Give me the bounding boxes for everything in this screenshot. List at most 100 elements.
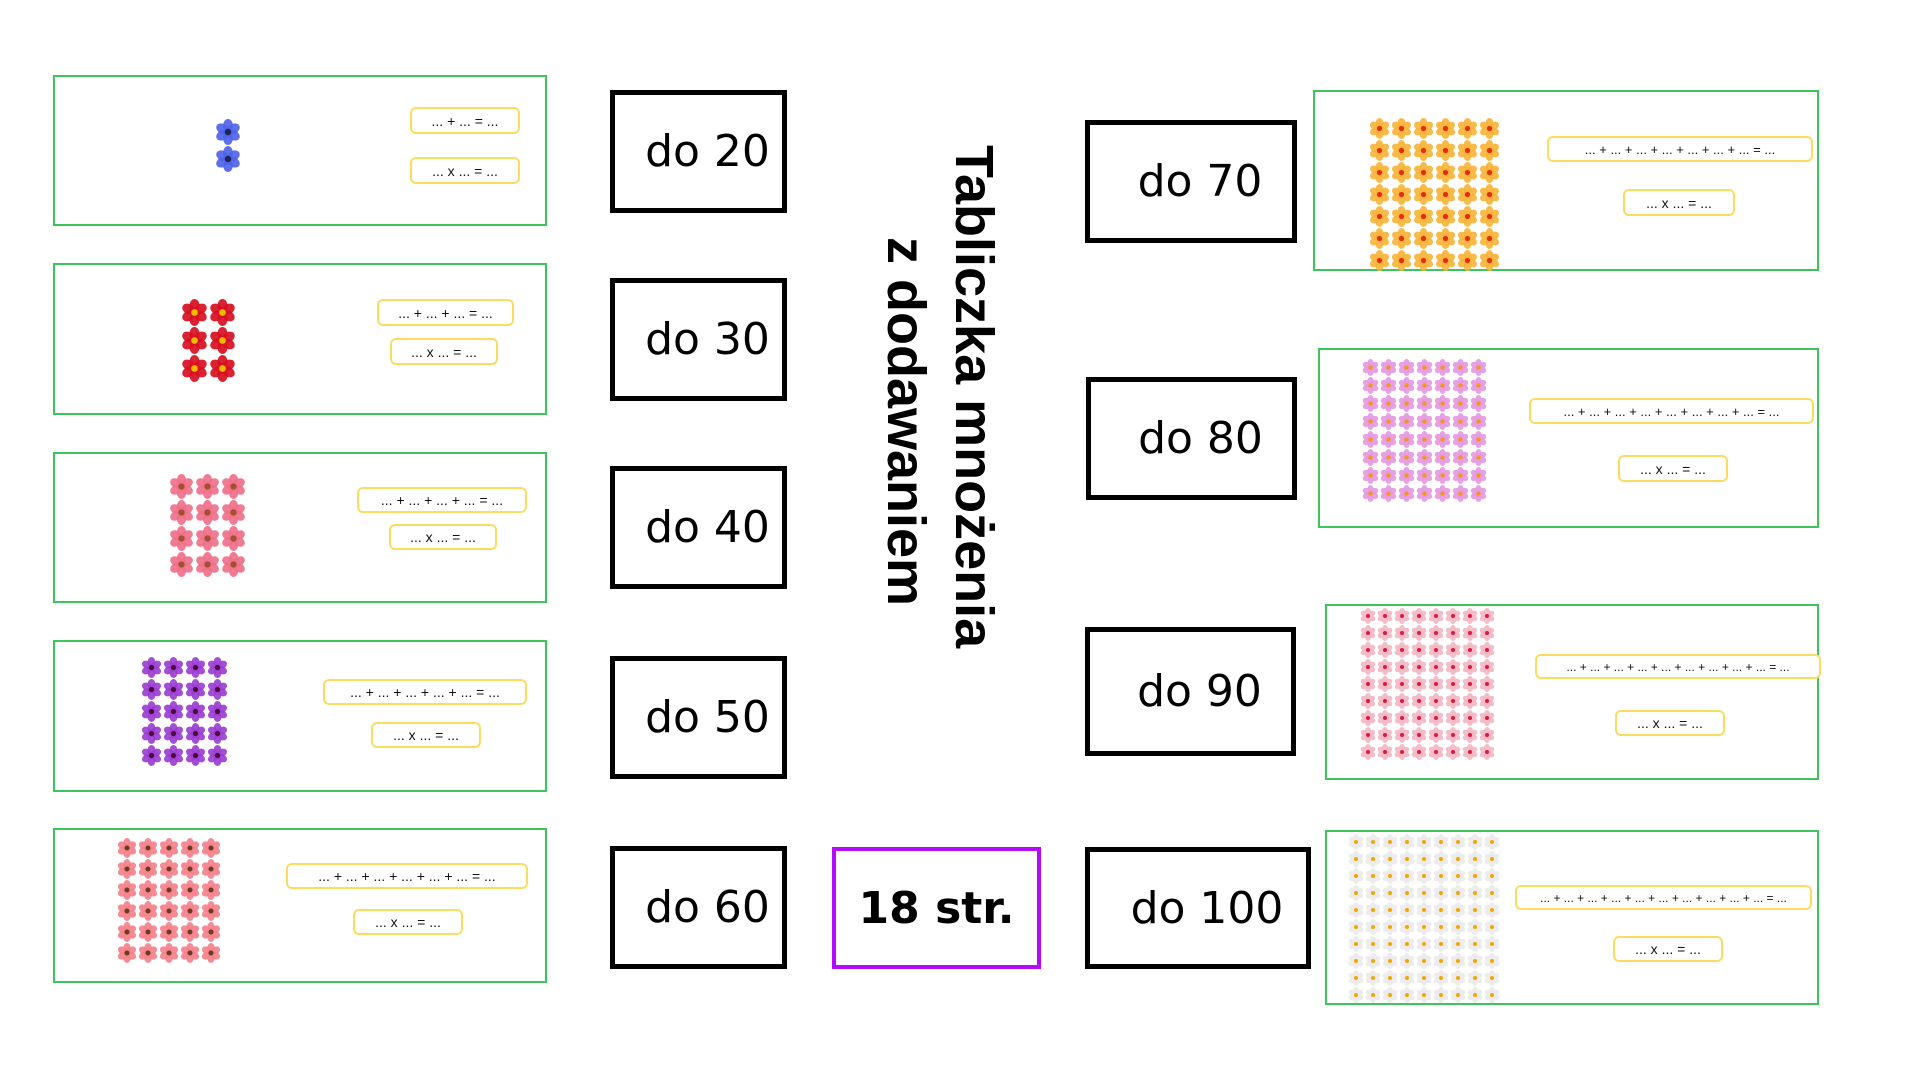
range-label-do-20[interactable]: do 20 — [610, 90, 787, 213]
multiplication-equation-box[interactable]: ... x ... = ... — [371, 722, 481, 748]
addition-equation-box[interactable]: ... + ... + ... + ... + ... + ... + ... … — [1515, 885, 1812, 910]
orange-hibiscus-flower-icon — [1369, 162, 1390, 183]
purple-pansy-flower-icon — [141, 723, 162, 744]
pink-blossom-flower-icon — [1394, 608, 1410, 624]
range-label-do-30[interactable]: do 30 — [610, 278, 787, 401]
pink-gerbera-flower-icon — [117, 943, 137, 963]
white-daisy-flower-icon — [1365, 834, 1381, 850]
pink-cosmos-flower-icon — [1434, 467, 1451, 484]
pink-gerbera-flower-icon — [180, 859, 200, 879]
multiplication-equation-box[interactable]: ... x ... = ... — [1618, 455, 1728, 482]
multiplication-equation-box[interactable]: ... x ... = ... — [1615, 710, 1725, 736]
pink-blossom-flower-icon — [1479, 625, 1495, 641]
card-20: ... + ... = ... ... x ... = ... — [53, 75, 547, 226]
white-daisy-flower-icon — [1348, 834, 1364, 850]
pink-blossom-flower-icon — [1411, 693, 1427, 709]
card-70: ... + ... + ... + ... + ... + ... + ... … — [1313, 90, 1819, 271]
addition-equation-box[interactable]: ... + ... = ... — [410, 107, 520, 134]
title-line-1: Tabliczka mnożenia — [944, 145, 1004, 649]
pink-rose-flower-icon — [169, 474, 194, 499]
white-daisy-flower-icon — [1467, 868, 1483, 884]
addition-equation-box[interactable]: ... + ... + ... + ... + ... + ... = ... — [286, 863, 528, 889]
white-daisy-flower-icon — [1365, 902, 1381, 918]
pink-blossom-flower-icon — [1445, 744, 1461, 760]
multiplication-equation-box[interactable]: ... x ... = ... — [389, 524, 497, 550]
orange-hibiscus-flower-icon — [1369, 206, 1390, 227]
pink-blossom-flower-icon — [1479, 727, 1495, 743]
addition-equation-box[interactable]: ... + ... + ... = ... — [377, 299, 514, 326]
range-label-do-100[interactable]: do 100 — [1085, 847, 1311, 969]
pink-rose-flower-icon — [169, 526, 194, 551]
pink-cosmos-flower-icon — [1416, 467, 1433, 484]
pink-cosmos-flower-icon — [1434, 377, 1451, 394]
pink-cosmos-flower-icon — [1398, 431, 1415, 448]
pink-blossom-flower-icon — [1411, 727, 1427, 743]
addition-equation-box[interactable]: ... + ... + ... + ... + ... = ... — [323, 679, 527, 705]
pink-cosmos-flower-icon — [1470, 431, 1487, 448]
white-daisy-flower-icon — [1433, 953, 1449, 969]
purple-pansy-flower-icon — [141, 745, 162, 766]
pink-cosmos-flower-icon — [1416, 413, 1433, 430]
pink-cosmos-flower-icon — [1434, 449, 1451, 466]
white-daisy-flower-icon — [1416, 953, 1432, 969]
white-daisy-flower-icon — [1450, 987, 1466, 1003]
range-label-do-80[interactable]: do 80 — [1086, 377, 1297, 500]
addition-equation-box[interactable]: ... + ... + ... + ... + ... + ... + ... … — [1535, 654, 1821, 679]
multiplication-equation-box[interactable]: ... x ... = ... — [390, 338, 498, 365]
pink-blossom-flower-icon — [1377, 693, 1393, 709]
pink-cosmos-flower-icon — [1416, 449, 1433, 466]
purple-pansy-flower-icon — [207, 657, 228, 678]
red-hibiscus-flower-icon — [181, 299, 208, 326]
page-number-badge: 18 str. — [832, 847, 1041, 969]
multiplication-equation-box[interactable]: ... x ... = ... — [1613, 936, 1723, 962]
addition-equation-box[interactable]: ... + ... + ... + ... + ... + ... + ... … — [1529, 398, 1814, 424]
pink-blossom-flower-icon — [1462, 676, 1478, 692]
pink-blossom-flower-icon — [1428, 693, 1444, 709]
range-label-do-40[interactable]: do 40 — [610, 466, 787, 589]
white-daisy-flower-icon — [1416, 834, 1432, 850]
purple-pansy-flower-icon — [185, 723, 206, 744]
pink-gerbera-flower-icon — [117, 901, 137, 921]
purple-pansy-flower-icon — [207, 723, 228, 744]
pink-cosmos-flower-icon — [1362, 485, 1379, 502]
white-daisy-flower-icon — [1467, 936, 1483, 952]
addition-equation-box[interactable]: ... + ... + ... + ... = ... — [357, 487, 527, 513]
pink-gerbera-flower-icon — [201, 922, 221, 942]
addition-equation-box[interactable]: ... + ... + ... + ... + ... + ... + ... … — [1547, 136, 1813, 162]
pink-cosmos-flower-icon — [1416, 431, 1433, 448]
multiplication-equation-box[interactable]: ... x ... = ... — [353, 909, 463, 935]
orange-hibiscus-flower-icon — [1479, 140, 1500, 161]
pink-blossom-flower-icon — [1428, 727, 1444, 743]
range-label-do-90[interactable]: do 90 — [1085, 627, 1296, 756]
pink-blossom-flower-icon — [1411, 642, 1427, 658]
orange-hibiscus-flower-icon — [1435, 250, 1456, 271]
pink-cosmos-flower-icon — [1434, 485, 1451, 502]
white-daisy-flower-icon — [1484, 919, 1500, 935]
white-daisy-flower-icon — [1399, 885, 1415, 901]
orange-hibiscus-flower-icon — [1435, 162, 1456, 183]
range-label-do-50[interactable]: do 50 — [610, 656, 787, 779]
white-daisy-flower-icon — [1365, 919, 1381, 935]
purple-pansy-flower-icon — [207, 679, 228, 700]
purple-pansy-flower-icon — [141, 679, 162, 700]
multiplication-equation-box[interactable]: ... x ... = ... — [410, 157, 520, 184]
pink-cosmos-flower-icon — [1398, 377, 1415, 394]
white-daisy-flower-icon — [1484, 953, 1500, 969]
range-label-do-70[interactable]: do 70 — [1085, 120, 1297, 243]
range-label-text: do 70 — [1137, 156, 1263, 207]
pink-cosmos-flower-icon — [1452, 395, 1469, 412]
pink-blossom-flower-icon — [1394, 676, 1410, 692]
white-daisy-flower-icon — [1450, 936, 1466, 952]
white-daisy-flower-icon — [1416, 970, 1432, 986]
multiplication-equation-box[interactable]: ... x ... = ... — [1623, 189, 1735, 216]
white-daisy-flower-icon — [1365, 953, 1381, 969]
white-daisy-flower-icon — [1467, 953, 1483, 969]
orange-hibiscus-flower-icon — [1369, 140, 1390, 161]
orange-hibiscus-flower-icon — [1413, 140, 1434, 161]
purple-pansy-flower-icon — [163, 679, 184, 700]
pink-cosmos-flower-icon — [1362, 395, 1379, 412]
flower-grid — [1348, 834, 1500, 1003]
pink-cosmos-flower-icon — [1470, 395, 1487, 412]
pink-blossom-flower-icon — [1360, 710, 1376, 726]
range-label-do-60[interactable]: do 60 — [610, 846, 787, 969]
